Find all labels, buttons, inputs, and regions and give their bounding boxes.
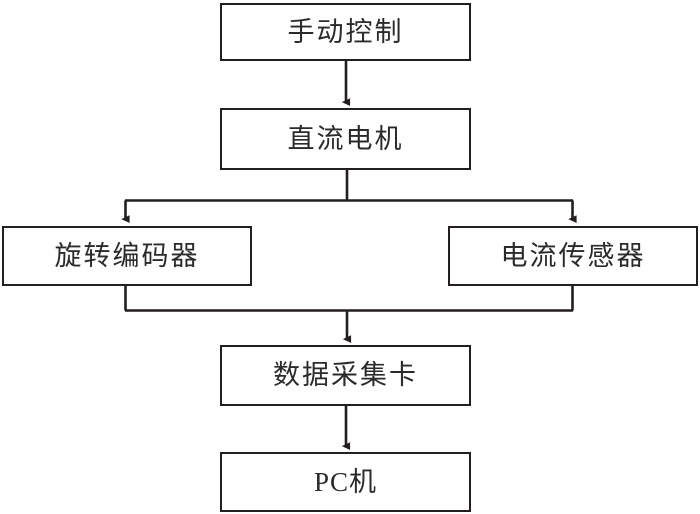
node-dc-motor-label: 直流电机 xyxy=(287,123,404,154)
node-manual-control-label: 手动控制 xyxy=(287,16,404,47)
node-manual-control[interactable]: 手动控制 xyxy=(220,3,471,61)
edge-dc-motor-split-stem xyxy=(125,170,573,202)
node-current-sensor-label: 电流传感器 xyxy=(500,240,646,271)
node-dc-motor[interactable]: 直流电机 xyxy=(220,108,471,170)
node-rotary-encoder[interactable]: 旋转编码器 xyxy=(2,226,252,286)
node-rotary-encoder-label: 旋转编码器 xyxy=(54,240,200,271)
node-daq-card-label: 数据采集卡 xyxy=(273,360,418,390)
node-pc-label: PC机 xyxy=(313,466,378,497)
node-pc[interactable]: PC机 xyxy=(220,452,471,512)
node-current-sensor[interactable]: 电流传感器 xyxy=(448,226,698,286)
edge-merge-to-daq-card xyxy=(125,309,573,344)
node-daq-card[interactable]: 数据采集卡 xyxy=(220,345,471,406)
